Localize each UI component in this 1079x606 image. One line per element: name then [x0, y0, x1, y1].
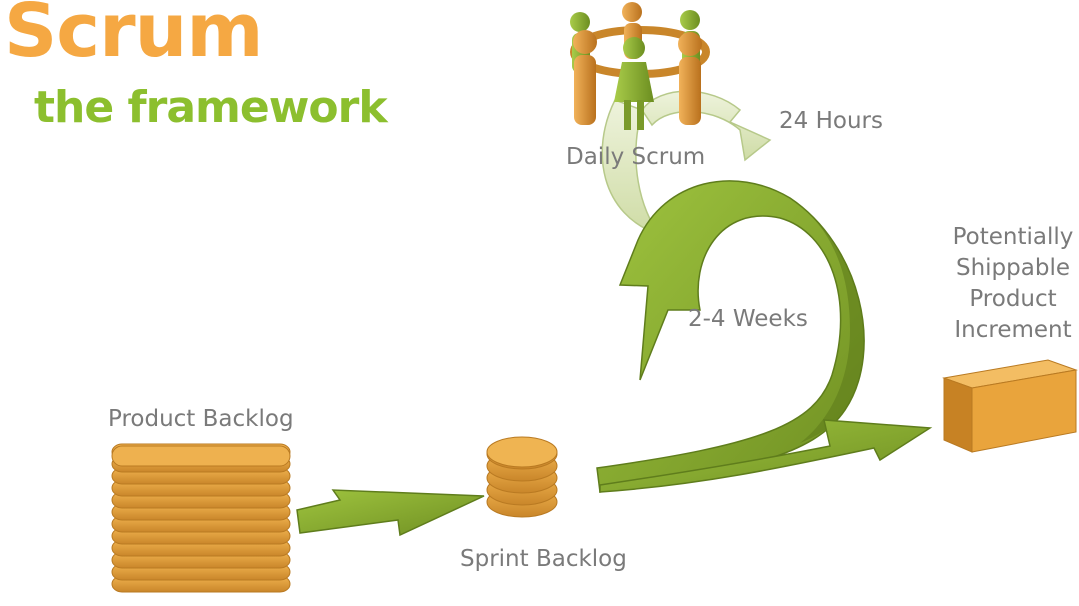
- label-increment-line-3: Product: [969, 286, 1057, 312]
- label-increment-line-2: Shippable: [955, 255, 1070, 281]
- title-scrum: Scrum: [4, 0, 263, 74]
- sprint-loop-arrow: [596, 180, 865, 493]
- backlog-slab-top: [111, 445, 291, 467]
- label-2-4-weeks: 2-4 Weeks: [688, 306, 808, 332]
- daily-loop-arrow: [601, 90, 772, 237]
- sprint-disc-top: [486, 436, 558, 468]
- sprint-stack-icon: [486, 436, 558, 518]
- label-24-hours: 24 Hours: [779, 108, 883, 134]
- label-increment: Potentially Shippable Product Increment: [938, 222, 1079, 346]
- people-circle-icon: [570, 2, 710, 130]
- increment-arrow: [599, 419, 933, 493]
- label-increment-line-4: Increment: [954, 317, 1072, 343]
- backlog-stack-icon: [111, 443, 291, 593]
- label-sprint-backlog: Sprint Backlog: [460, 546, 627, 572]
- title-framework: the framework: [34, 82, 388, 133]
- label-daily-scrum: Daily Scrum: [566, 144, 706, 170]
- label-product-backlog: Product Backlog: [108, 406, 294, 432]
- increment-box-icon: [942, 359, 1078, 453]
- backlog-arrow: [296, 489, 485, 537]
- label-increment-line-1: Potentially: [952, 224, 1074, 250]
